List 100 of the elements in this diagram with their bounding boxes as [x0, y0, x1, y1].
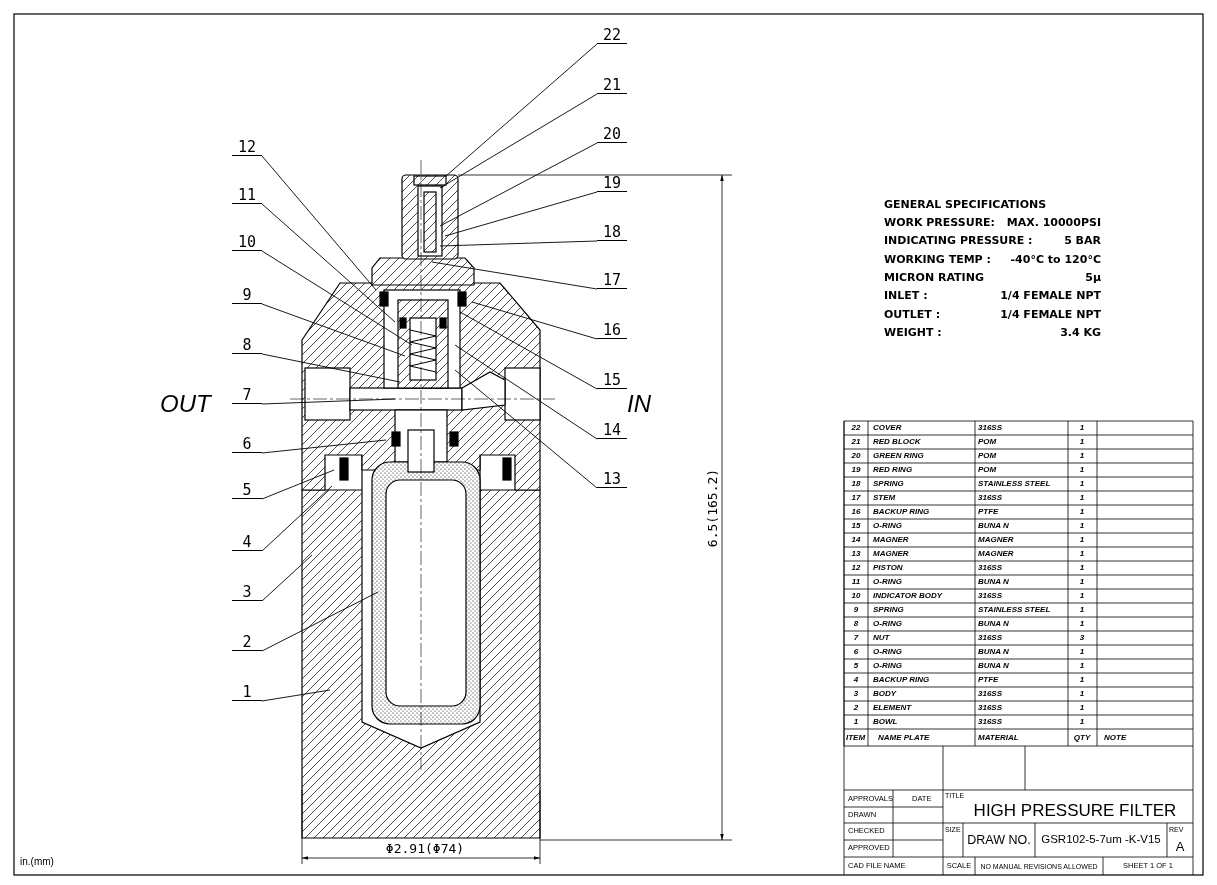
material: PTFE [978, 676, 999, 684]
spec-value: 5 BAR [1064, 234, 1101, 246]
spec-value: -40°C to 120°C [1010, 253, 1101, 265]
material: MAGNER [978, 536, 1014, 544]
field-label: DRAW NO. [967, 833, 1031, 847]
quantity: 1 [1079, 452, 1085, 460]
column-header: NAME PLATE [878, 734, 930, 742]
spec-name: WORK PRESSURE: [884, 216, 996, 228]
part-name: ELEMENT [873, 704, 912, 712]
item-number: 4 [853, 676, 859, 684]
part-name: O-RING [873, 522, 902, 530]
part-name: BACKUP RING [873, 508, 930, 516]
material: MAGNER [978, 550, 1014, 558]
material: 316SS [978, 424, 1003, 432]
leader-line [261, 591, 379, 652]
item-number: 10 [851, 592, 861, 600]
quantity: 1 [1079, 592, 1085, 600]
material: POM [978, 466, 997, 474]
spec-value: 1/4 FEMALE NPT [1000, 308, 1101, 319]
material: 316SS [978, 564, 1003, 572]
material: 316SS [978, 718, 1003, 726]
quantity: 1 [1079, 494, 1085, 502]
material: 316SS [978, 634, 1003, 642]
port-label: IN [627, 392, 651, 416]
callout-number: 7 [232, 386, 262, 404]
material: BUNA N [978, 620, 1009, 628]
dimension-text: 6.5(165.2) [705, 468, 719, 548]
leader-line [459, 311, 598, 390]
leader-line [439, 93, 598, 189]
part-name: NUT [873, 634, 890, 642]
leader-line [445, 43, 598, 177]
spec-value: MAX. 10000PSI [1006, 216, 1101, 228]
part-name: SPRING [873, 606, 904, 614]
spec-name: MICRON RATING [884, 271, 984, 283]
callout-number: 20 [597, 125, 627, 143]
quantity: 1 [1079, 466, 1085, 474]
part-name: PISTON [873, 564, 903, 572]
quantity: 1 [1079, 550, 1085, 558]
quantity: 1 [1079, 508, 1085, 516]
spec-value: 5µ [1085, 271, 1101, 283]
spec-name: INDICATING PRESSURE : [884, 234, 1033, 246]
leader-line [261, 398, 396, 405]
leader-line [261, 353, 401, 383]
material: BUNA N [978, 648, 1009, 656]
leader-line [471, 301, 598, 340]
spec-name: WEIGHT : [884, 326, 942, 338]
drawing-number: GSR102-5-7um -K-V15 [1041, 834, 1161, 846]
callout-number: 17 [597, 271, 627, 289]
quantity: 1 [1079, 662, 1085, 670]
spec-name: INLET : [884, 289, 928, 301]
callout-number: 1 [232, 683, 262, 701]
callout-number: 14 [597, 421, 627, 439]
item-number: 22 [851, 424, 861, 432]
quantity: 1 [1079, 704, 1085, 712]
leader-line [261, 203, 396, 323]
item-number: 18 [851, 480, 861, 488]
item-number: 1 [853, 718, 859, 726]
leader-line [261, 303, 406, 357]
part-name: STEM [873, 494, 896, 502]
part-name: O-RING [873, 620, 902, 628]
leader-line [261, 469, 335, 500]
part-name: BODY [873, 690, 897, 698]
part-name: O-RING [873, 578, 902, 586]
item-number: 15 [851, 522, 861, 530]
material: BUNA N [978, 522, 1009, 530]
material: BUNA N [978, 578, 1009, 586]
callout-number: 8 [232, 336, 262, 354]
port-label: OUT [160, 392, 211, 416]
callout-number: 2 [232, 633, 262, 651]
item-number: 14 [851, 536, 861, 544]
quantity: 1 [1079, 648, 1085, 656]
quantity: 1 [1079, 620, 1085, 628]
material: PTFE [978, 508, 999, 516]
part-name: GREEN RING [873, 452, 924, 460]
part-name: RED RING [873, 466, 913, 474]
quantity: 1 [1079, 718, 1085, 726]
leader-line [261, 689, 331, 702]
column-header: MATERIAL [978, 734, 1019, 742]
leader-line [454, 344, 598, 440]
callout-number: 16 [597, 321, 627, 339]
part-name: MAGNER [873, 536, 909, 544]
leader-line [261, 155, 377, 291]
quantity: 1 [1079, 438, 1085, 446]
item-number: 9 [853, 606, 859, 614]
quantity: 1 [1079, 676, 1085, 684]
material: STAINLESS STEEL [978, 606, 1051, 614]
callout-number: 15 [597, 371, 627, 389]
material: 316SS [978, 704, 1003, 712]
quantity: 1 [1079, 564, 1085, 572]
material: STAINLESS STEEL [978, 480, 1051, 488]
callout-number: 13 [597, 470, 627, 488]
item-number: 8 [853, 620, 859, 628]
quantity: 1 [1079, 606, 1085, 614]
leader-line [439, 240, 598, 247]
leader-line [439, 142, 598, 227]
leader-line [261, 439, 387, 454]
column-header: ITEM [846, 734, 866, 742]
callout-number: 3 [232, 583, 262, 601]
callout-number: 22 [597, 26, 627, 44]
dimension-text: Φ2.91(Φ74) [385, 841, 465, 855]
